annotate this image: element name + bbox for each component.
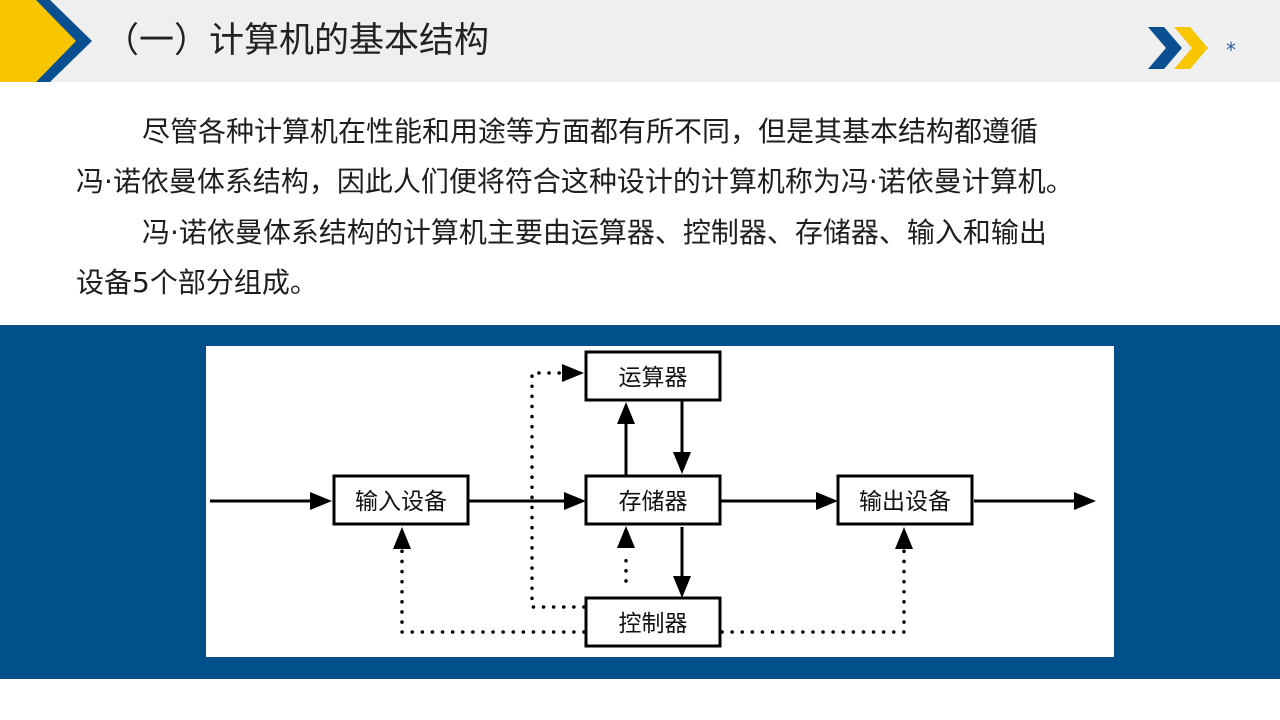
edge-control-input <box>400 548 586 634</box>
intro-paragraph: 尽管各种计算机在性能和用途等方面都有所不同，但是其基本结构都遵循 冯·诺依曼体系… <box>76 107 1074 207</box>
node-output-label: 输出设备 <box>859 489 951 515</box>
edge-control-alu <box>530 371 586 609</box>
arrowhead-external-out <box>1074 492 1096 510</box>
header-chevron-decoration <box>0 0 92 82</box>
von-neumann-diagram: 运算器 输入设备 存储器 输出设备 控制器 <box>206 346 1114 657</box>
diagram-canvas: 运算器 输入设备 存储器 输出设备 控制器 <box>210 350 1096 648</box>
edge-control-output <box>720 548 906 634</box>
arrowhead-control-to-alu <box>562 364 584 382</box>
solid-arrowheads <box>310 402 1096 598</box>
dotted-control-lines <box>400 371 906 634</box>
node-memory: 存储器 <box>584 474 722 526</box>
node-alu: 运算器 <box>584 350 722 402</box>
node-control-label: 控制器 <box>619 611 688 637</box>
arrowhead-memory-from-input <box>564 492 586 510</box>
asterisk-mark: * <box>1226 38 1236 62</box>
components-line-1: 冯·诺依曼体系结构的计算机主要由运算器、控制器、存储器、输入和输出 <box>142 216 1047 249</box>
header-bar: （一）计算机的基本结构 * <box>0 0 1280 82</box>
node-control: 控制器 <box>584 596 722 648</box>
arrowhead-input <box>310 492 332 510</box>
arrowhead-control-to-input <box>393 527 411 549</box>
components-line-2: 设备5个部分组成。 <box>76 266 318 299</box>
node-input: 输入设备 <box>332 474 470 526</box>
node-output: 输出设备 <box>836 474 974 526</box>
arrowhead-control-to-memory <box>617 526 635 548</box>
node-input-label: 输入设备 <box>355 489 447 515</box>
node-memory-label: 存储器 <box>619 489 688 515</box>
components-paragraph: 冯·诺依曼体系结构的计算机主要由运算器、控制器、存储器、输入和输出 设备5个部分… <box>76 208 1047 308</box>
solid-flow-lines <box>210 401 1074 576</box>
arrowhead-alu-up <box>617 402 635 424</box>
node-alu-label: 运算器 <box>619 365 688 391</box>
dotted-arrowheads <box>393 364 913 549</box>
arrowhead-memory-down <box>673 452 691 474</box>
intro-line-1: 尽管各种计算机在性能和用途等方面都有所不同，但是其基本结构都遵循 <box>142 115 1039 148</box>
intro-line-2: 冯·诺依曼体系结构，因此人们便将符合这种设计的计算机称为冯·诺依曼计算机。 <box>76 165 1074 198</box>
arrowhead-output <box>816 492 838 510</box>
double-chevron-icon <box>1148 27 1208 69</box>
arrowhead-control-to-output <box>895 527 913 549</box>
arrowhead-control-down <box>673 576 691 598</box>
page-title: （一）计算机的基本结构 <box>104 21 490 61</box>
